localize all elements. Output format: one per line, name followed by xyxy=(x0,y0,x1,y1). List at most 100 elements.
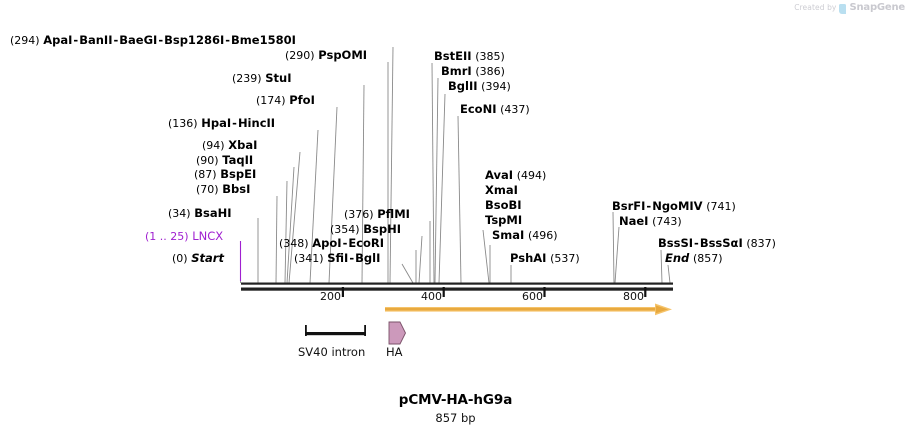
enzyme-label-bbsi: BbsI xyxy=(222,182,251,196)
enzyme-label-bspei: BspEI xyxy=(220,167,257,181)
annotation-position: (537) xyxy=(550,252,580,265)
annotation-position: (496) xyxy=(527,229,558,242)
annotation-naei[interactable]: NaeI (743) xyxy=(619,215,682,228)
feature-ha-tag[interactable] xyxy=(388,321,407,345)
annotation-bspei[interactable]: (87) BspEI xyxy=(194,168,256,181)
title-block: pCMV-HA-hG9a 857 bp xyxy=(0,392,911,425)
annotation-position: (136) xyxy=(168,117,198,130)
annotation-econi[interactable]: EcoNI (437) xyxy=(460,103,530,116)
separator-dash: - xyxy=(73,33,79,47)
annotation-xmai[interactable]: XmaI xyxy=(485,184,518,196)
annotation-position: (239) xyxy=(232,72,262,85)
annotation-position: (341) xyxy=(294,252,324,265)
annotation-bstEII[interactable]: BstEII (385) xyxy=(434,50,505,63)
snapgene-watermark: Created by SnapGene xyxy=(794,2,905,14)
enzyme-label-bstEII: BstEII xyxy=(434,49,472,63)
annotation-bsrfi-ngomiv[interactable]: BsrFI-NgoMIV (741) xyxy=(612,200,736,213)
separator-dash: - xyxy=(349,251,355,265)
annotation-end[interactable]: End (857) xyxy=(665,252,723,265)
annotation-bbsi[interactable]: (70) BbsI xyxy=(196,183,250,196)
ruler-label-600: 600 xyxy=(522,290,543,303)
annotation-start[interactable]: (0) Start xyxy=(172,252,224,265)
annotation-smai[interactable]: SmaI (496) xyxy=(492,229,558,242)
annotation-pfoi[interactable]: (174) PfoI xyxy=(256,94,315,107)
separator-dash: - xyxy=(158,33,164,47)
annotation-position: (34) xyxy=(168,207,191,220)
ruler-ticks xyxy=(341,287,647,297)
enzyme-label-econi: EcoNI xyxy=(460,102,497,116)
enzyme-label-naei: NaeI xyxy=(619,214,649,228)
annotation-position: (294) xyxy=(10,34,40,47)
annotation-xbai[interactable]: (94) XbaI xyxy=(202,139,257,152)
annotation-sfii-bgli[interactable]: (341) SfiI-BglI xyxy=(294,252,380,265)
page-title: pCMV-HA-hG9a xyxy=(398,392,513,408)
annotation-bsphi[interactable]: (354) BspHI xyxy=(330,223,401,236)
enzyme-label-bsssai: BssSαI xyxy=(699,236,743,250)
enzyme-label-sfii: SfiI xyxy=(327,251,349,265)
annotation-position: (0) xyxy=(172,252,188,265)
annotation-bsssi[interactable]: BssSI-BssSαI (837) xyxy=(658,237,776,250)
enzyme-label-ecori: EcoRI xyxy=(348,236,385,250)
ruler-tick-800 xyxy=(644,287,647,297)
annotation-pspomi[interactable]: (290) PspOMI xyxy=(285,49,367,62)
ruler-tick-400 xyxy=(442,287,445,297)
enzyme-label-bmri: BmrI xyxy=(441,64,472,78)
annotation-position: (386) xyxy=(475,65,505,78)
enzyme-label-bsphi: BspHI xyxy=(363,222,401,236)
feature-orf-arrow[interactable] xyxy=(385,303,672,316)
enzyme-label-pfoi: PfoI xyxy=(289,93,315,107)
enzyme-label-baegi: BaeGI xyxy=(119,33,158,47)
annotation-taqii[interactable]: (90) TaqII xyxy=(196,154,253,167)
plasmid-size-label: 857 bp xyxy=(435,411,476,425)
annotation-bsahi[interactable]: (34) BsaHI xyxy=(168,207,232,220)
annotation-position: (1 .. 25) xyxy=(145,230,189,243)
annotation-lncx[interactable]: (1 .. 25) LNCX xyxy=(145,230,223,243)
annotation-position: (437) xyxy=(500,103,530,116)
enzyme-label-bsssi: BssSI xyxy=(658,236,694,250)
backbone-upper-line xyxy=(241,282,673,285)
annotation-position: (70) xyxy=(196,183,219,196)
enzyme-label-bsobi: BsoBI xyxy=(485,198,522,212)
ruler-label-800: 800 xyxy=(623,290,644,303)
annotation-apa-cluster[interactable]: (294) ApaI-BanII-BaeGI-Bsp1286I-Bme1580I xyxy=(10,34,296,47)
annotation-position: (394) xyxy=(481,80,511,93)
feature-sv40-intron[interactable] xyxy=(305,325,366,336)
annotation-bsobi[interactable]: BsoBI xyxy=(485,199,522,211)
annotation-position: (837) xyxy=(746,237,776,250)
annotation-tspmi[interactable]: TspMI xyxy=(485,214,522,226)
enzyme-label-xmai: XmaI xyxy=(485,183,518,197)
annotation-position: (741) xyxy=(706,200,736,213)
enzyme-label-xbai: XbaI xyxy=(228,138,258,152)
enzyme-label-banii: BanII xyxy=(79,33,113,47)
watermark-brand-label: SnapGene xyxy=(849,2,905,13)
enzyme-label-taqii: TaqII xyxy=(222,153,254,167)
separator-dash: - xyxy=(225,33,231,47)
marker-label-end: End xyxy=(665,251,690,265)
separator-dash: - xyxy=(694,236,699,250)
enzyme-label-hincii: HincII xyxy=(237,116,276,130)
annotation-bglii[interactable]: BglII (394) xyxy=(448,80,511,93)
backbone-ruler-bar xyxy=(241,287,673,291)
annotation-hpai-hincii[interactable]: (136) HpaI-HincII xyxy=(168,117,275,130)
annotation-avai[interactable]: AvaI (494) xyxy=(485,169,546,182)
ruler-tick-200 xyxy=(341,287,344,297)
annotation-position: (857) xyxy=(692,252,723,265)
annotation-bmri[interactable]: BmrI (386) xyxy=(441,65,505,78)
feature-caption-sv40-intron: SV40 intron xyxy=(298,345,366,359)
enzyme-label-apai: ApaI xyxy=(43,33,73,47)
annotation-stui[interactable]: (239) StuI xyxy=(232,72,292,85)
annotation-position: (348) xyxy=(279,237,309,250)
annotation-position: (90) xyxy=(196,154,219,167)
annotation-pflmi[interactable]: (376) PflMI xyxy=(344,208,410,221)
separator-dash: - xyxy=(113,33,119,47)
annotation-apoi-ecori[interactable]: (348) ApoI-EcoRI xyxy=(279,237,384,250)
annotation-position: (385) xyxy=(475,50,505,63)
separator-dash: - xyxy=(232,116,237,130)
annotation-pshai[interactable]: PshAI (537) xyxy=(510,252,580,265)
enzyme-label-ngomiv: NgoMIV xyxy=(652,199,703,213)
enzyme-label-pshai: PshAI xyxy=(510,251,547,265)
annotation-position: (376) xyxy=(344,208,374,221)
